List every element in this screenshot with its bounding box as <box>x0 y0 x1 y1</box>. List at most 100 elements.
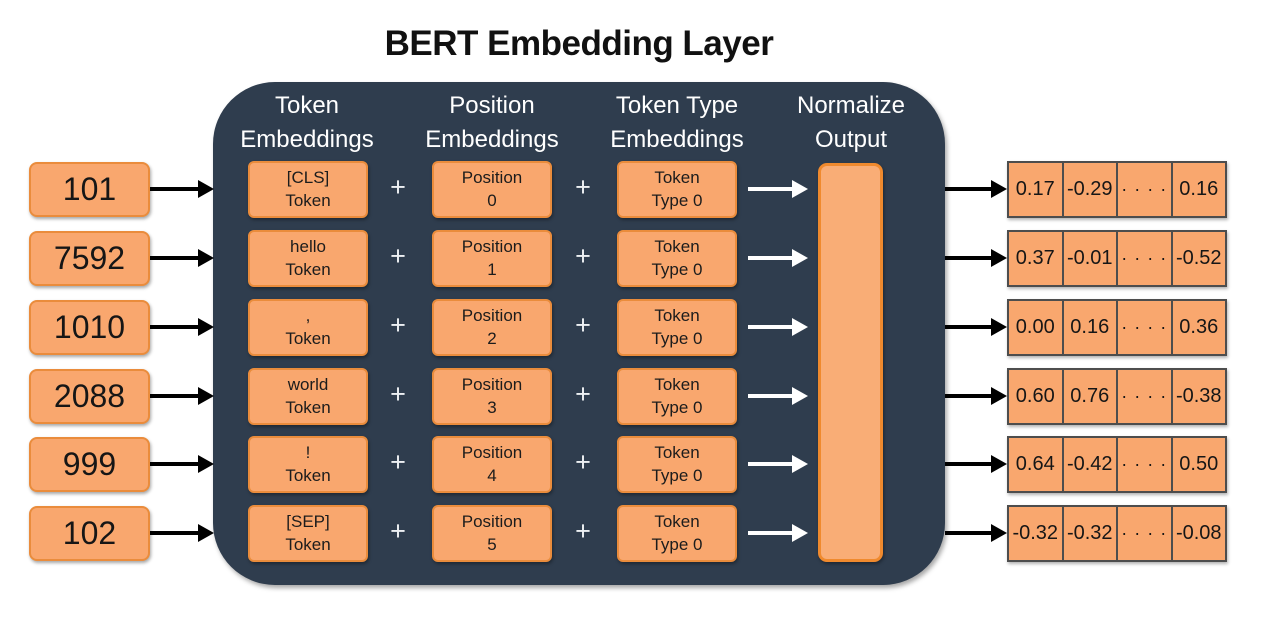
box-line: Token <box>654 237 700 257</box>
column-header-token-type-embeddings: Token Type Embeddings <box>572 89 782 157</box>
token-embedding-box: [CLS]Token <box>248 161 368 218</box>
arrow-right-icon <box>945 394 992 398</box>
arrow-right-icon <box>150 531 199 535</box>
column-header-normalize-output: Normalize Output <box>761 89 941 157</box>
box-line: Type 0 <box>651 190 703 210</box>
output-value: 0.16 <box>1179 178 1219 200</box>
column-header-token-embeddings: Token Embeddings <box>217 89 397 157</box>
box-line: Position <box>461 375 523 395</box>
box-line: Token <box>285 259 331 279</box>
output-vector: 0.17 -0.29 · · · · 0.16 <box>1007 161 1227 218</box>
token-id: 2088 <box>53 378 126 414</box>
box-line: Type 0 <box>651 259 703 279</box>
ellipsis-dots: · · · · <box>1118 370 1173 423</box>
box-line: Token <box>285 465 331 485</box>
arrow-right-icon <box>748 394 793 398</box>
box-line: Token <box>285 397 331 417</box>
arrow-right-icon <box>945 462 992 466</box>
plus-sign: + <box>390 379 406 409</box>
output-vector: 0.64 -0.42 · · · · 0.50 <box>1007 436 1227 493</box>
box-line: 2 <box>487 328 497 348</box>
box-line: Token <box>285 190 331 210</box>
plus-sign: + <box>575 516 591 546</box>
box-line: Type 0 <box>651 328 703 348</box>
arrow-right-icon <box>945 531 992 535</box>
arrow-right-icon <box>150 462 199 466</box>
output-vector: -0.32 -0.32 · · · · -0.08 <box>1007 505 1227 562</box>
output-value: -0.08 <box>1175 522 1222 544</box>
box-line: Position <box>461 443 523 463</box>
box-line: Type 0 <box>651 534 703 554</box>
plus-sign: + <box>575 241 591 271</box>
output-value: 0.36 <box>1179 316 1219 338</box>
box-line: Token <box>654 375 700 395</box>
box-line: Token <box>285 534 331 554</box>
normalize-output-box <box>818 163 883 562</box>
box-line: hello <box>290 237 326 257</box>
box-line: Position <box>461 512 523 532</box>
plus-sign: + <box>390 241 406 271</box>
box-line: Token <box>654 306 700 326</box>
arrow-right-icon <box>748 256 793 260</box>
box-line: 1 <box>487 259 497 279</box>
plus-sign: + <box>575 310 591 340</box>
token-embedding-box: [SEP]Token <box>248 505 368 562</box>
header-line: Embeddings <box>610 126 744 154</box>
arrow-right-icon <box>150 256 199 260</box>
output-value: -0.42 <box>1064 438 1118 491</box>
box-line: 0 <box>487 190 497 210</box>
plus-sign: + <box>575 379 591 409</box>
token-id: 7592 <box>53 240 126 276</box>
box-line: 3 <box>487 397 497 417</box>
output-value: 0.16 <box>1064 301 1118 354</box>
token-embedding-box: !Token <box>248 436 368 493</box>
header-line: Embeddings <box>240 126 374 154</box>
box-line: 4 <box>487 465 497 485</box>
arrow-right-icon <box>945 325 992 329</box>
output-vector: 0.60 0.76 · · · · -0.38 <box>1007 368 1227 425</box>
plus-sign: + <box>390 310 406 340</box>
output-value: 0.17 <box>1009 163 1064 216</box>
box-line: , <box>305 306 311 326</box>
arrow-right-icon <box>748 462 793 466</box>
output-value: 0.50 <box>1179 453 1219 475</box>
box-line: [CLS] <box>286 168 330 188</box>
token-id-box: 7592 <box>29 231 150 286</box>
box-line: world <box>287 375 329 395</box>
output-value: 0.00 <box>1009 301 1064 354</box>
token-id-box: 999 <box>29 437 150 492</box>
header-line: Position <box>449 92 535 119</box>
arrow-right-icon <box>150 325 199 329</box>
token-id-box: 2088 <box>29 369 150 424</box>
arrow-right-icon <box>945 256 992 260</box>
ellipsis-dots: · · · · <box>1118 163 1173 216</box>
token-id: 1010 <box>53 309 126 345</box>
arrow-right-icon <box>748 187 793 191</box>
box-line: Position <box>461 306 523 326</box>
token-id: 102 <box>62 515 117 551</box>
token-embedding-box: ,Token <box>248 299 368 356</box>
diagram-title: BERT Embedding Layer <box>384 24 774 63</box>
arrow-right-icon <box>748 325 793 329</box>
header-line: Embeddings <box>425 126 559 154</box>
token-id-box: 102 <box>29 506 150 561</box>
ellipsis-dots: · · · · <box>1118 438 1173 491</box>
arrow-right-icon <box>945 187 992 191</box>
box-line: Type 0 <box>651 397 703 417</box>
output-vector: 0.37 -0.01 · · · · -0.52 <box>1007 230 1227 287</box>
